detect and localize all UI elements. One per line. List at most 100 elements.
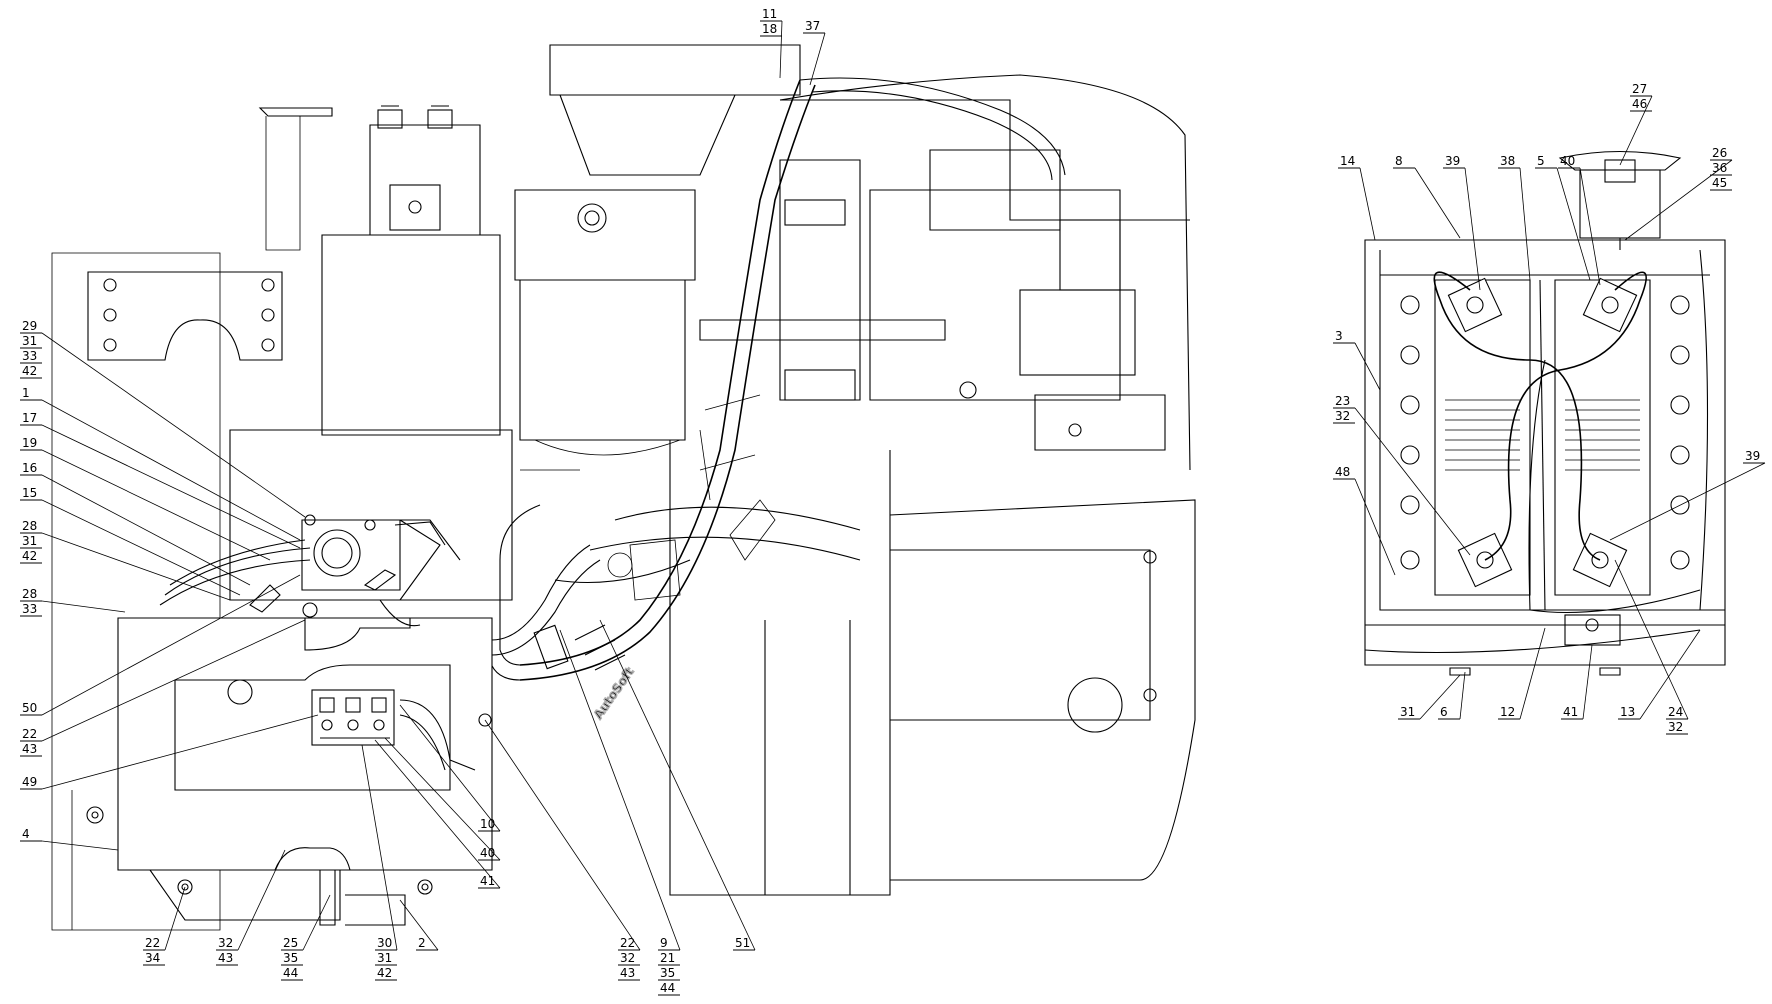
callout-10: 10 (399, 704, 501, 832)
callout-leader (1464, 167, 1481, 291)
callout-number: 13 (1620, 705, 1635, 719)
callout-number: 43 (620, 966, 635, 980)
callout-number: 40 (480, 846, 495, 860)
callout-31-right: 31 (1398, 674, 1461, 720)
callout-4: 4 (20, 827, 119, 851)
callout-leader (41, 399, 301, 541)
callout-leader (237, 849, 286, 951)
callout-49: 49 (20, 714, 319, 790)
callout-number: 41 (480, 874, 495, 888)
callout-6: 6 (1438, 671, 1466, 720)
callout-leader (41, 332, 306, 518)
callout-leader (559, 629, 681, 951)
callout-number: 46 (1632, 97, 1647, 111)
callout-number: 41 (1563, 705, 1578, 719)
callout-leader (1556, 167, 1591, 281)
callout-number: 17 (22, 411, 37, 425)
callout-40-left: 40 (384, 737, 501, 861)
callout-number: 19 (22, 436, 37, 450)
callout-37: 37 (803, 19, 826, 86)
callout-number: 27 (1632, 82, 1647, 96)
callout-number: 48 (1335, 465, 1350, 479)
callout-leader (41, 619, 306, 742)
callout-number: 35 (283, 951, 298, 965)
callout-39-top: 39 (1443, 154, 1481, 291)
callout-number: 28 (22, 519, 37, 533)
callout-number: 32 (1335, 409, 1350, 423)
callout-leader (1354, 342, 1381, 391)
callout-2: 2 (399, 899, 439, 951)
callout-leader (1579, 167, 1601, 286)
callout-number: 31 (1400, 705, 1415, 719)
callout-15: 15 (20, 486, 241, 596)
callout-leader (599, 619, 756, 951)
callout-number: 40 (1560, 154, 1575, 168)
callout-number: 31 (22, 334, 37, 348)
callout-number: 31 (22, 534, 37, 548)
callout-leader (779, 20, 783, 79)
callout-leader (302, 894, 331, 951)
callout-17: 17 (20, 411, 301, 549)
callout-number: 39 (1445, 154, 1460, 168)
callout-leader (1639, 629, 1701, 720)
callout-labels: 2931334211719161528314228335022434942234… (20, 7, 1766, 996)
callout-leader (1519, 627, 1546, 720)
callout-leader (384, 737, 501, 861)
callout-number: 5 (1537, 154, 1545, 168)
callout-number: 23 (1335, 394, 1350, 408)
callout-number: 33 (22, 602, 37, 616)
callout-8: 8 (1393, 154, 1461, 239)
callout-leader (1414, 167, 1461, 239)
callout-leader (1624, 159, 1733, 241)
callout-41-left: 41 (374, 739, 501, 889)
callout-number: 37 (805, 19, 820, 33)
callout-12: 12 (1498, 627, 1546, 720)
callout-number: 22 (620, 936, 635, 950)
callout-number: 15 (22, 486, 37, 500)
callout-14: 14 (1338, 154, 1376, 241)
callout-number: 12 (1500, 705, 1515, 719)
callout-number: 2 (418, 936, 426, 950)
callout-leader (1459, 671, 1466, 720)
callout-3: 3 (1333, 329, 1381, 391)
callout-51: 51 (599, 619, 756, 951)
callout-leader (1614, 559, 1689, 720)
callout-41-right: 41 (1561, 644, 1593, 720)
callout-number: 30 (377, 936, 392, 950)
callout-leader (1419, 674, 1461, 720)
right-battery-view (1364, 150, 1726, 676)
callout-leader (809, 32, 826, 86)
callout-number: 4 (22, 827, 30, 841)
callout-leader (361, 744, 398, 951)
callout-number: 8 (1395, 154, 1403, 168)
callout-number: 10 (480, 817, 495, 831)
callout-number: 3 (1335, 329, 1343, 343)
callout-number: 49 (22, 775, 37, 789)
callout-number: 21 (660, 951, 675, 965)
callout-leader (41, 449, 271, 561)
bolt-pattern (1400, 295, 1690, 570)
callout-number: 16 (22, 461, 37, 475)
callout-leader (41, 840, 119, 851)
callout-leader (1619, 95, 1653, 166)
callout-leader (399, 899, 439, 951)
callout-number: 26 (1712, 146, 1727, 160)
callout-19: 19 (20, 436, 271, 561)
callout-number: 42 (377, 966, 392, 980)
callout-number: 36 (1712, 161, 1727, 175)
callout-38: 38 (1498, 154, 1531, 281)
callout-number: 32 (1668, 720, 1683, 734)
callout-number: 35 (660, 966, 675, 980)
callout-number: 50 (22, 701, 37, 715)
callout-16: 16 (20, 461, 251, 586)
callout-number: 28 (22, 587, 37, 601)
callout-leader (1582, 644, 1593, 720)
